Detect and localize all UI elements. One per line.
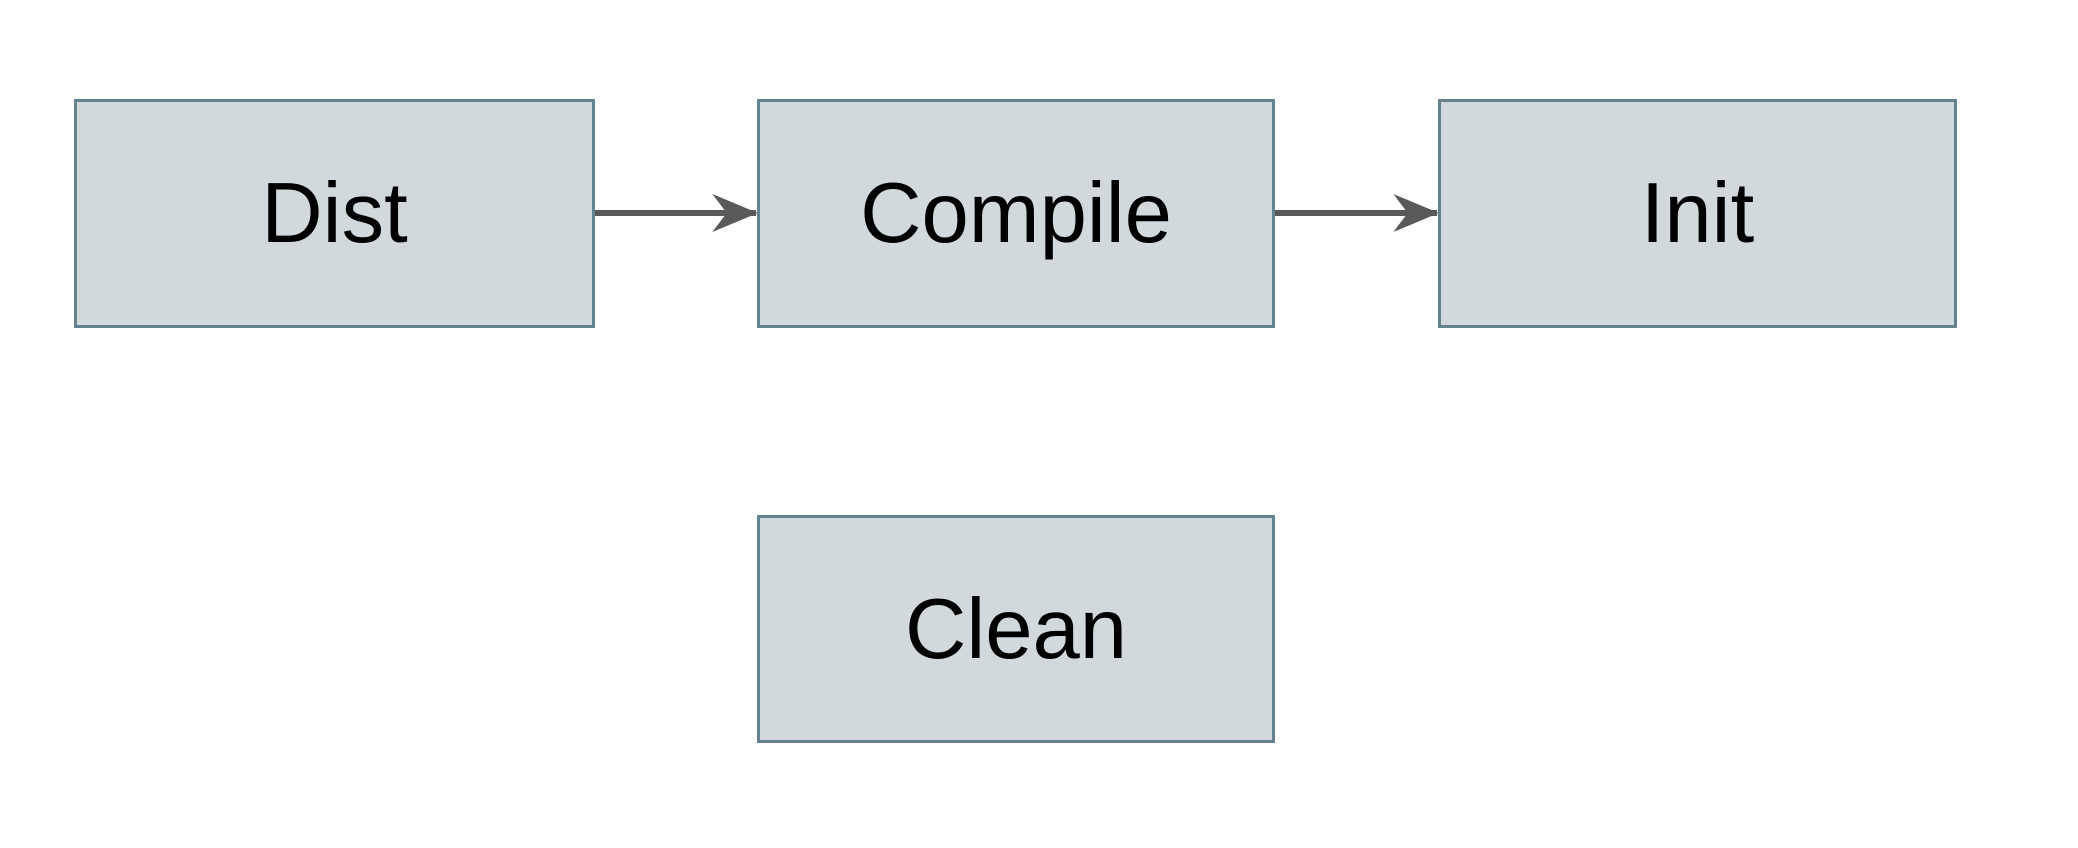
- node-dist: Dist: [74, 99, 595, 328]
- node-init-label: Init: [1640, 166, 1755, 261]
- node-compile: Compile: [757, 99, 1275, 328]
- node-compile-label: Compile: [860, 166, 1172, 261]
- node-init: Init: [1438, 99, 1957, 328]
- node-clean: Clean: [757, 515, 1275, 743]
- node-clean-label: Clean: [904, 581, 1128, 677]
- node-dist-label: Dist: [261, 166, 408, 261]
